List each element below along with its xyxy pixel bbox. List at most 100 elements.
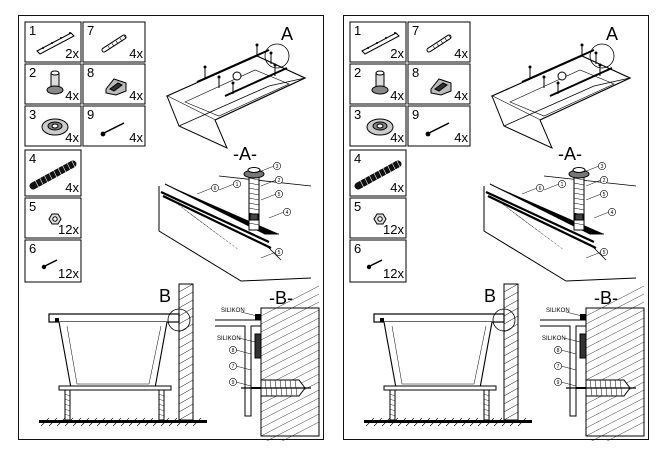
- part-cell: 8 4x: [407, 63, 471, 105]
- part-cell: 8 4x: [82, 63, 146, 105]
- part-number: 7: [412, 23, 419, 38]
- part-cell: 34x: [349, 105, 407, 147]
- part-number: 8: [412, 65, 419, 80]
- part-quantity: 4x: [65, 180, 79, 195]
- part-quantity: 4x: [454, 88, 468, 103]
- detail-circle-b: [492, 308, 516, 332]
- view-label-a: A: [281, 24, 293, 44]
- detail-label-b: -B-: [594, 288, 618, 308]
- part-cell: 4 4x: [349, 149, 407, 197]
- lock-nut: [249, 213, 259, 221]
- view-label-b: B: [159, 286, 171, 306]
- silicone-bead: [580, 314, 586, 320]
- callout-bubble: [275, 190, 283, 198]
- part-number: 8: [87, 65, 94, 80]
- part-quantity: 4x: [129, 46, 143, 61]
- part-quantity: 12x: [383, 266, 404, 281]
- part-number: 1: [354, 23, 361, 38]
- part-number: 4: [354, 151, 361, 166]
- callout-number: 4: [611, 210, 614, 216]
- detail-circle-a: [589, 43, 615, 69]
- long-screw-icon: [425, 122, 450, 137]
- part-quantity: 4x: [129, 88, 143, 103]
- floor-line: [364, 420, 532, 423]
- part-cell: 7 4x: [82, 21, 146, 63]
- long-screw-icon: [100, 122, 125, 137]
- tub-edge-profile: [540, 319, 587, 417]
- part-number: 6: [29, 241, 36, 256]
- part-number: 7: [87, 23, 94, 38]
- callout-number: 2: [278, 178, 281, 184]
- nut-icon: [48, 213, 62, 225]
- screw-icon: [366, 259, 383, 270]
- part-cell: 5 12x: [349, 197, 407, 239]
- callout-number: 6: [539, 186, 542, 192]
- wall-hatch: [260, 307, 320, 437]
- drain-hole: [557, 71, 567, 81]
- callout-number: 3: [601, 164, 604, 170]
- part-cell: 5 12x: [24, 197, 82, 239]
- part-quantity: 12x: [58, 222, 79, 237]
- callout-bubble: [233, 180, 241, 188]
- frame-rail: [383, 385, 497, 391]
- part-quantity: 12x: [383, 222, 404, 237]
- part-cell: 7 4x: [407, 21, 471, 63]
- lock-nut: [574, 213, 584, 221]
- part-cell: 9 4x: [82, 105, 146, 147]
- callout-bubble: [211, 184, 219, 192]
- part-quantity: 4x: [390, 88, 404, 103]
- screw-icon: [41, 259, 58, 270]
- part-number: 3: [354, 107, 361, 122]
- part-number: 3: [29, 107, 36, 122]
- tub-edge-profile: [215, 319, 262, 417]
- callout-bubble: [598, 162, 606, 170]
- callout-bubble: [273, 162, 281, 170]
- tub-rim: [48, 313, 180, 323]
- floor-line: [39, 420, 207, 423]
- callout-number: 1: [561, 182, 564, 188]
- bathtub-side-view: B: [364, 283, 532, 427]
- view-label-a: A: [606, 24, 618, 44]
- part-number: 5: [29, 199, 36, 214]
- rail-bar-icon: [361, 32, 400, 55]
- part-number: 5: [354, 199, 361, 214]
- wall-bracket: [254, 333, 262, 359]
- part-quantity: 4x: [129, 130, 143, 145]
- part-quantity: 4x: [454, 46, 468, 61]
- callout-bubble: [608, 208, 616, 216]
- callout-number: 7: [232, 364, 235, 370]
- tub-body: [58, 321, 168, 389]
- part-number: 9: [87, 107, 94, 122]
- part-number: 4: [29, 151, 36, 166]
- callout-bubble: [558, 180, 566, 188]
- callout-bubble: [554, 346, 562, 354]
- part-quantity: 4x: [65, 88, 79, 103]
- detail-circle-b: [167, 308, 191, 332]
- part-quantity: 4x: [65, 130, 79, 145]
- callout-bubble: [229, 362, 237, 370]
- drain-hole: [232, 71, 242, 81]
- callout-bubble: [554, 362, 562, 370]
- part-quantity: 2x: [390, 46, 404, 61]
- nut-icon: [373, 213, 387, 225]
- detail-circle-a: [264, 43, 290, 69]
- callout-number: 8: [557, 348, 560, 354]
- callout-bubble: [600, 176, 608, 184]
- part-number: 1: [29, 23, 36, 38]
- callout-number: 4: [286, 210, 289, 216]
- part-cell: 3 4x: [24, 105, 82, 147]
- rail-profile: [485, 191, 597, 249]
- view-label-b: B: [484, 286, 496, 306]
- threaded-rod: [573, 173, 585, 231]
- part-cell: 24x: [24, 63, 82, 105]
- part-cell: 1 2x: [349, 21, 407, 63]
- callout-bubble: [554, 378, 562, 386]
- part-quantity: 4x: [390, 180, 404, 195]
